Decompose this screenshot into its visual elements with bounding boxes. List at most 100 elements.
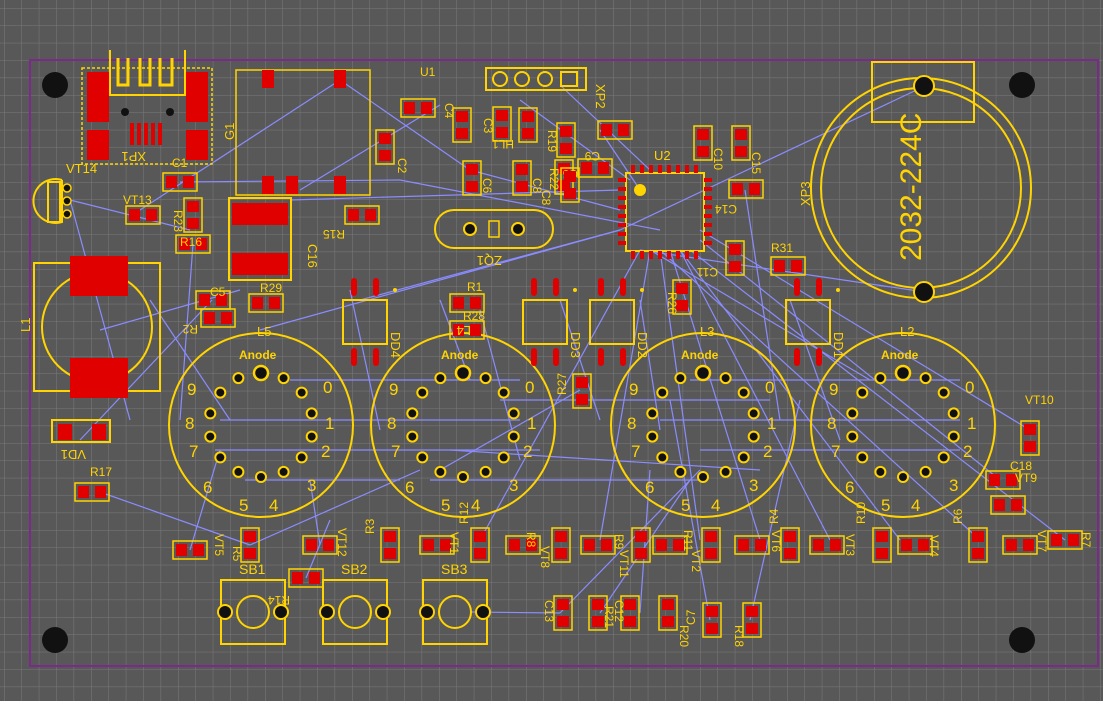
smd-vt2[interactable]: VT2 (689, 527, 721, 572)
smd-c6[interactable]: C6 (462, 160, 494, 196)
l3-label: L3 (700, 324, 714, 339)
smd-r20[interactable]: R20 (658, 595, 691, 647)
smd-r29[interactable]: R29 (248, 281, 284, 313)
r7-label: R7 (1079, 532, 1093, 548)
smd-r10[interactable]: R10 (854, 502, 892, 563)
ratsnest-line (559, 469, 701, 614)
coin-cell-xp3[interactable]: XP3 2032-224C (798, 61, 1032, 303)
smd-c1[interactable]: C1 (162, 156, 198, 192)
logic-ic-dd1[interactable]: DD1 (785, 278, 846, 366)
smd-r18[interactable]: R18 (732, 602, 762, 647)
sb1-label: SB1 (239, 561, 266, 577)
smd-c5[interactable]: C5 (195, 285, 231, 310)
smd-r12[interactable]: R12 (457, 502, 490, 563)
smd-c3[interactable]: C3 (481, 106, 512, 142)
smd-vt11[interactable]: VT11 (617, 527, 651, 578)
smd-r6[interactable]: R6 (951, 508, 988, 563)
smd-vt5[interactable]: VT5 (172, 534, 226, 560)
smd-r9[interactable]: R9 (580, 534, 626, 555)
smd-vt10[interactable]: VT10 (1020, 393, 1054, 456)
c2-label: C2 (395, 158, 409, 174)
smd-r16[interactable]: R16 (175, 234, 211, 254)
logic-ic-dd3[interactable]: DD3 (522, 278, 583, 366)
tube-digit-8: 8 (827, 414, 836, 433)
ratsnest-line (599, 249, 651, 541)
ratsnest-line (439, 389, 581, 471)
microcontroller-u2[interactable]: U2 (618, 148, 712, 259)
logic-ic-dd2[interactable]: DD2 (589, 278, 650, 366)
capacitor-c16[interactable]: C16 (228, 197, 320, 281)
pushbutton-sb3[interactable]: SB3 (419, 561, 491, 645)
smd-c7[interactable]: C7 (684, 602, 722, 638)
battery-holder-g1[interactable]: G1 (222, 69, 371, 196)
tube-digit-2: 2 (523, 442, 532, 461)
smd-r27[interactable]: R27 (555, 373, 592, 409)
tube-digit-9: 9 (389, 380, 398, 399)
smd-r3[interactable]: R3 (363, 518, 400, 563)
smd-vt8[interactable]: VT8 (538, 527, 571, 568)
smd-r31[interactable]: R31 (770, 241, 806, 276)
ratsnest-line (659, 249, 981, 541)
smd-vt1[interactable]: VT1 (419, 532, 461, 555)
smd-r26[interactable]: R26 (665, 279, 692, 315)
smd-c2[interactable]: C2 (375, 129, 409, 174)
r27-label: R27 (555, 373, 569, 395)
smd-u1[interactable]: U1 (400, 65, 436, 118)
smd-vt4[interactable]: VT4 (897, 535, 941, 557)
smd-c18[interactable]: C18 (985, 459, 1032, 490)
r23-label: R23 (171, 210, 185, 232)
ratsnest-line (649, 249, 871, 381)
ratsnest-line (669, 249, 761, 541)
smd-r21[interactable]: R21 (588, 595, 616, 631)
header-xp2[interactable]: XP2 (485, 67, 608, 109)
smd-r1[interactable]: R1 (449, 280, 485, 313)
usb-connector-xp1[interactable]: XP1 (81, 50, 213, 165)
smd-r2[interactable]: R2 (182, 308, 236, 336)
tube-digit-6: 6 (203, 478, 212, 497)
crystal-zq1[interactable]: ZQ1 (434, 209, 554, 268)
smd-c8[interactable]: C8 (539, 167, 580, 206)
smd-r8[interactable]: R8 (505, 532, 541, 555)
smd-r15[interactable]: R15 (323, 205, 380, 241)
smd-vt6[interactable]: VT6 (734, 530, 783, 555)
smd-r19[interactable]: R19 (545, 122, 576, 158)
inductor-l1[interactable]: L1 (18, 256, 161, 398)
smd-c12[interactable]: C12 (612, 595, 640, 631)
hl1-label: HL1 (492, 137, 514, 151)
smd-vt12[interactable]: VT12 (302, 528, 349, 557)
smd-r7[interactable]: R7 (1047, 530, 1093, 550)
smd-c10[interactable]: C10 (693, 125, 725, 170)
smd-r11[interactable]: R11 (652, 530, 695, 555)
smd-c14[interactable]: C14 (715, 179, 764, 216)
smd-r5[interactable]: R5 (230, 527, 260, 563)
smd-c4[interactable]: C4 (442, 103, 472, 143)
tube-digit-4: 4 (269, 496, 278, 515)
smd-vt7[interactable]: VT7 (1002, 530, 1049, 555)
smd-vt3[interactable]: VT3 (809, 534, 857, 556)
smd-vt9[interactable]: VT9 (990, 471, 1037, 515)
smd-r23[interactable]: R23 (171, 197, 203, 233)
smd-c13[interactable]: C13 (542, 595, 573, 631)
smd-vt13[interactable]: VT13 (123, 193, 161, 225)
smd-c11[interactable]: C11 (697, 240, 745, 279)
smd-r4[interactable]: R4 (767, 508, 800, 563)
tube-digit-3: 3 (509, 476, 518, 495)
smd-r28[interactable]: R28 (449, 309, 485, 340)
pushbutton-sb2[interactable]: SB2 (319, 561, 391, 645)
smd-r17[interactable]: R17 (74, 465, 112, 502)
ratsnest-line (689, 249, 1066, 541)
tube-digit-6: 6 (845, 478, 854, 497)
smd-hl1[interactable]: HL1 (492, 107, 538, 151)
dd4-label: DD4 (388, 332, 403, 358)
diode-vd1[interactable]: VD1 (51, 419, 111, 462)
smd-c8[interactable]: C8 (512, 160, 544, 196)
smd-c15[interactable]: C15 (731, 125, 763, 174)
pushbutton-sb1[interactable]: SB1 (217, 561, 289, 645)
transistor-vt14[interactable]: VT14 (32, 161, 97, 224)
logic-ic-dd4[interactable]: DD4 (342, 278, 403, 366)
